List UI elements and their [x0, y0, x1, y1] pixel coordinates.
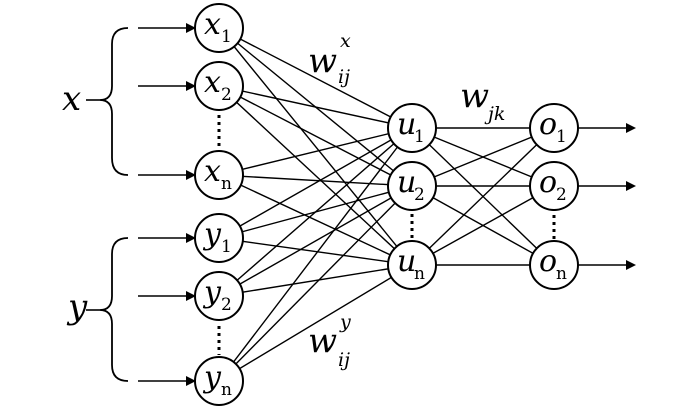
edge-input-4-hidden-2	[218, 264, 413, 297]
node-circle	[194, 150, 244, 200]
node-subscript: 2	[221, 295, 232, 315]
node-circle	[194, 213, 244, 263]
edge-input-1-hidden-0	[218, 85, 413, 129]
y-group-brace	[99, 237, 129, 382]
edge-input-5-hidden-0	[218, 127, 413, 382]
node-circle	[529, 103, 579, 153]
wy-sub: ij	[338, 349, 350, 371]
edge-input-2-hidden-2	[218, 174, 413, 266]
edge-input-5-hidden-2	[218, 264, 413, 382]
node-circle	[387, 103, 437, 153]
edge-hidden-2-output-1	[411, 185, 555, 266]
edge-hidden-2-output-0	[411, 127, 555, 266]
node-circle	[529, 240, 579, 290]
weight-label-wx: w x ij	[308, 30, 351, 88]
edge-input-5-hidden-1	[218, 185, 413, 382]
edge-input-1-hidden-2	[218, 85, 413, 266]
node-subscript: n	[221, 174, 232, 194]
node-circle	[529, 161, 579, 211]
edge-input-1-hidden-1	[218, 85, 413, 187]
wy-base: w	[308, 321, 337, 361]
node-circle	[194, 271, 244, 321]
node-label: x	[204, 7, 221, 42]
node-subscript: 2	[414, 185, 425, 205]
edge-input-2-hidden-1	[218, 174, 413, 187]
x-group-label: x	[62, 79, 81, 119]
node-subscript: 2	[556, 185, 567, 205]
edge-input-3-hidden-2	[218, 237, 413, 266]
edge-input-2-hidden-0	[218, 127, 413, 176]
node-label: y	[202, 275, 222, 310]
output-node-1: o1	[529, 103, 579, 153]
hidden-node-3: un	[387, 240, 437, 290]
weight-label-wy: w y ij	[308, 311, 351, 371]
node-subscript: n	[414, 264, 425, 284]
node-subscript: n	[556, 264, 567, 284]
node-label: o	[539, 165, 557, 200]
node-label: y	[202, 217, 222, 252]
hidden-node-2: u2	[387, 161, 437, 211]
x-input-arrows	[138, 23, 196, 180]
node-subscript: 1	[414, 127, 425, 147]
node-label: y	[202, 360, 222, 395]
node-circle	[194, 3, 244, 53]
wx-sub: ij	[338, 66, 350, 88]
node-subscript: 1	[221, 237, 232, 257]
edge-input-3-hidden-0	[218, 127, 413, 239]
wjk-base: w	[460, 76, 489, 116]
output-node-2: o2	[529, 161, 579, 211]
node-label: x	[204, 65, 221, 100]
output-arrows	[578, 123, 636, 270]
edge-hidden-1-output-0	[411, 127, 555, 187]
edge-input-0-hidden-2	[218, 27, 413, 266]
wjk-sub: jk	[484, 103, 505, 125]
x-group-brace	[99, 27, 129, 176]
node-subscript: n	[221, 380, 232, 400]
connection-edges	[218, 27, 555, 382]
node-subscript: 1	[221, 27, 232, 47]
edge-input-4-hidden-0	[218, 127, 413, 297]
node-label: o	[539, 107, 557, 142]
node-circle	[387, 240, 437, 290]
node-label: o	[539, 244, 557, 279]
node-label: x	[204, 154, 221, 189]
weight-label-wjk: w jk	[460, 76, 505, 125]
node-subscript: 1	[556, 127, 567, 147]
node-circle	[194, 61, 244, 111]
node-label: u	[397, 165, 416, 200]
node-subscript: 2	[221, 85, 232, 105]
wx-base: w	[308, 41, 337, 81]
wy-sup: y	[339, 311, 351, 333]
edge-input-4-hidden-1	[218, 185, 413, 297]
hidden-node-1: u1	[387, 103, 437, 153]
node-label: u	[397, 107, 416, 142]
node-label: u	[397, 244, 416, 279]
node-circle	[387, 161, 437, 211]
y-input-arrows	[138, 233, 196, 386]
y-group-label: y	[66, 287, 88, 327]
edge-input-0-hidden-0	[218, 27, 413, 129]
wx-sup: x	[340, 30, 351, 52]
node-circle	[194, 356, 244, 406]
output-node-3: on	[529, 240, 579, 290]
